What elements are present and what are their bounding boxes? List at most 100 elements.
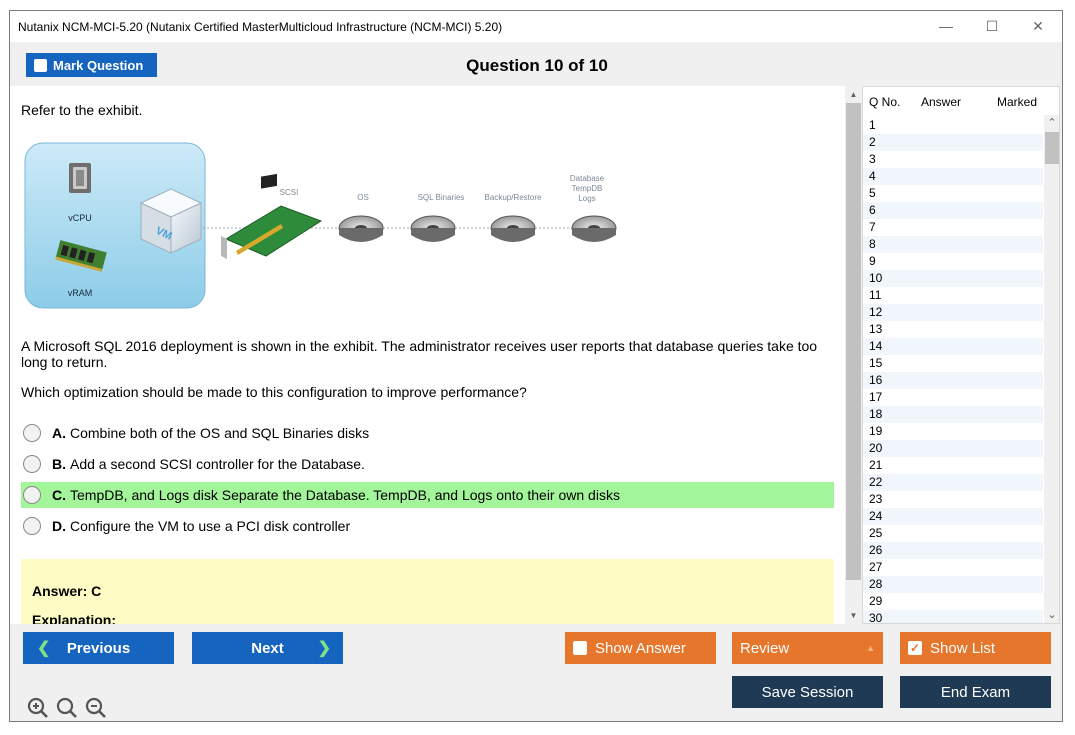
zoom-out-icon[interactable] xyxy=(84,696,108,720)
question-list-row[interactable]: 3 xyxy=(869,152,876,166)
question-list-row[interactable]: 21 xyxy=(869,458,883,472)
question-list-row[interactable]: 1 xyxy=(869,118,876,132)
maximize-icon[interactable]: ☐ xyxy=(985,18,999,34)
list-scroll-up-icon[interactable]: ⌃ xyxy=(1047,117,1057,129)
scroll-down-icon[interactable]: ▼ xyxy=(849,611,858,620)
option-a-text: Combine both of the OS and SQL Binaries … xyxy=(70,425,370,441)
question-list-row[interactable]: 11 xyxy=(869,288,882,302)
question-list-row[interactable]: 8 xyxy=(863,236,1043,253)
close-icon[interactable]: ✕ xyxy=(1032,18,1044,34)
question-list-row[interactable]: 22 xyxy=(863,474,1043,491)
show-list-checkbox-icon[interactable]: ✓ xyxy=(908,641,922,655)
logs-label: Logs xyxy=(578,194,595,203)
scroll-up-icon[interactable]: ▲ xyxy=(849,90,858,99)
show-list-label: Show List xyxy=(930,639,996,657)
question-header: Mark Question Question 10 of 10 xyxy=(10,42,1062,86)
scsi-label: SCSI xyxy=(280,188,299,197)
question-list-scrollbar[interactable]: ⌃ ⌄ xyxy=(1044,115,1059,623)
show-answer-button[interactable]: Show Answer xyxy=(565,632,716,664)
database-disk-icon xyxy=(571,215,617,242)
exhibit-image: vCPU vRAM VM xyxy=(21,131,646,319)
answer-header: Answer xyxy=(921,95,962,109)
show-answer-label: Show Answer xyxy=(595,639,686,657)
question-list-row[interactable]: 15 xyxy=(869,356,883,370)
window-title: Nutanix NCM-MCI-5.20 (Nutanix Certified … xyxy=(18,20,503,34)
save-session-label: Save Session xyxy=(761,683,854,701)
footer-bar: ❮ Previous Next ❯ Show Answer Review ▲ ✓… xyxy=(10,624,1062,721)
question-list-row[interactable]: 7 xyxy=(869,220,876,234)
option-c-text: TempDB, and Logs disk Separate the Datab… xyxy=(70,487,620,503)
list-scroll-down-icon[interactable]: ⌄ xyxy=(1047,609,1057,621)
question-list-row[interactable]: 18 xyxy=(863,406,1043,423)
option-a[interactable]: A. Combine both of the OS and SQL Binari… xyxy=(21,420,834,446)
list-scroll-thumb[interactable] xyxy=(1045,132,1059,164)
show-answer-checkbox-icon[interactable] xyxy=(573,641,587,655)
save-session-button[interactable]: Save Session xyxy=(732,676,883,708)
option-d[interactable]: D. Configure the VM to use a PCI disk co… xyxy=(21,513,834,539)
question-list-row[interactable]: 10 xyxy=(863,270,1043,287)
question-list-row[interactable]: 24 xyxy=(863,508,1043,525)
mark-checkbox-icon[interactable] xyxy=(34,58,47,72)
question-list-row[interactable]: 2 xyxy=(863,134,1043,151)
mark-question-button[interactable]: Mark Question xyxy=(26,53,157,77)
answer-text: Answer: C xyxy=(32,583,102,599)
next-button[interactable]: Next ❯ xyxy=(192,632,343,664)
question-list-row[interactable]: 30 xyxy=(863,610,1043,623)
sql-binaries-label: SQL Binaries xyxy=(418,193,465,202)
option-b[interactable]: B. Add a second SCSI controller for the … xyxy=(21,451,834,477)
question-list-row[interactable]: 17 xyxy=(869,390,883,404)
backup-restore-disk-icon xyxy=(490,215,536,242)
question-list-row[interactable]: 14 xyxy=(863,338,1043,355)
question-list-row[interactable]: 25 xyxy=(869,526,883,540)
qno-header: Q No. xyxy=(869,95,901,109)
cpu-chip-icon xyxy=(69,163,91,193)
minimize-icon[interactable]: — xyxy=(939,18,953,34)
question-list-row[interactable]: 9 xyxy=(869,254,876,268)
os-disk-icon xyxy=(338,215,384,242)
end-exam-label: End Exam xyxy=(940,683,1011,701)
os-disk-label: OS xyxy=(357,193,369,202)
question-list-row[interactable]: 26 xyxy=(863,542,1043,559)
question-list-row[interactable]: 20 xyxy=(863,440,1043,457)
option-b-radio[interactable] xyxy=(23,455,41,473)
option-c[interactable]: C. TempDB, and Logs disk Separate the Da… xyxy=(21,482,834,508)
question-list-row[interactable]: 19 xyxy=(869,424,883,438)
explanation-label: Explanation: xyxy=(32,612,117,624)
previous-button[interactable]: ❮ Previous xyxy=(23,632,174,664)
question-list-header: Q No. Answer Marked xyxy=(863,87,1059,115)
review-dropdown-icon: ▲ xyxy=(866,643,875,653)
chevron-right-icon: ❯ xyxy=(317,640,331,657)
question-content: Refer to the exhibit. xyxy=(10,86,845,624)
mark-question-label: Mark Question xyxy=(53,57,144,73)
question-list-row[interactable]: 13 xyxy=(869,322,883,336)
question-list-row[interactable]: 4 xyxy=(863,168,1043,185)
question-list-row[interactable]: 28 xyxy=(863,576,1043,593)
previous-label: Previous xyxy=(66,639,131,657)
question-list-row[interactable]: 12 xyxy=(863,304,1043,321)
content-scroll-thumb[interactable] xyxy=(846,103,861,580)
option-c-radio[interactable] xyxy=(23,486,41,504)
question-list-row[interactable]: 27 xyxy=(869,560,883,574)
option-a-radio[interactable] xyxy=(23,424,41,442)
zoom-in-icon[interactable] xyxy=(26,696,50,720)
option-d-text: Configure the VM to use a PCI disk contr… xyxy=(70,518,351,534)
zoom-reset-icon[interactable] xyxy=(55,696,79,720)
question-list-row[interactable]: 5 xyxy=(869,186,876,200)
next-label: Next xyxy=(251,639,284,657)
option-d-radio[interactable] xyxy=(23,517,41,535)
question-list-row[interactable]: 16 xyxy=(863,372,1043,389)
question-stem: A Microsoft SQL 2016 deployment is shown… xyxy=(21,338,818,370)
answer-panel: Answer: C Explanation: xyxy=(21,559,834,624)
sql-binaries-disk-icon xyxy=(410,215,456,242)
question-list-row[interactable]: 23 xyxy=(869,492,883,506)
option-b-letter: B. xyxy=(52,456,66,472)
end-exam-button[interactable]: End Exam xyxy=(900,676,1051,708)
content-scrollbar[interactable]: ▲ ▼ xyxy=(845,86,862,624)
question-list-row[interactable]: 6 xyxy=(863,202,1043,219)
question-list-row[interactable]: 29 xyxy=(869,594,883,608)
review-button[interactable]: Review ▲ xyxy=(732,632,883,664)
show-list-button[interactable]: ✓ Show List xyxy=(900,632,1051,664)
option-d-letter: D. xyxy=(52,518,66,534)
